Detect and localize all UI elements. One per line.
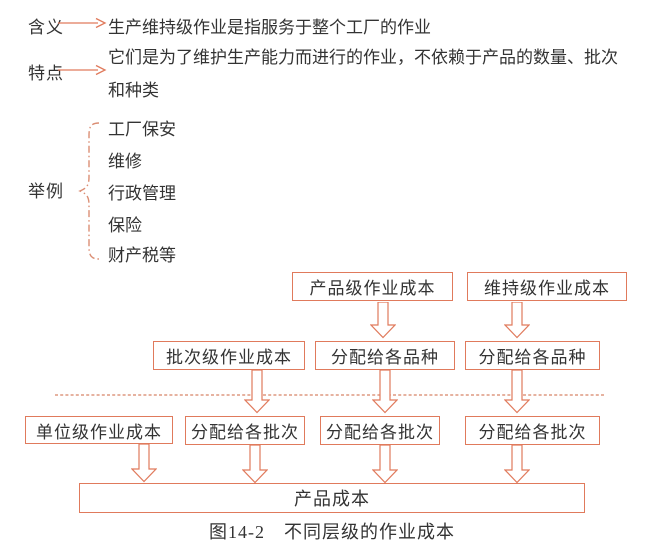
arrow-right-icon bbox=[58, 17, 107, 29]
arrow-right-icon bbox=[58, 64, 107, 76]
down-block-arrow-icon bbox=[504, 370, 530, 414]
brace-icon bbox=[78, 122, 100, 260]
figure-caption: 图14-2 不同层级的作业成本 bbox=[209, 522, 455, 542]
down-block-arrow-icon bbox=[504, 302, 530, 339]
down-block-arrow-icon bbox=[242, 445, 268, 484]
flow-box-product-cost: 产品成本 bbox=[79, 483, 585, 513]
down-block-arrow-icon bbox=[370, 302, 396, 339]
examples-label: 举例 bbox=[28, 182, 64, 201]
flow-box-allocate-to-products-2: 分配给各品种 bbox=[465, 341, 600, 370]
flow-box-unit-level-cost: 单位级作业成本 bbox=[25, 416, 173, 444]
down-block-arrow-icon bbox=[131, 444, 157, 483]
definition-label-meaning: 含义 bbox=[28, 18, 64, 37]
definition-text-feature-line1: 它们是为了维护生产能力而进行的作业，不依赖于产品的数量、批次 bbox=[108, 48, 618, 67]
down-block-arrow-icon bbox=[372, 370, 398, 414]
definition-text-meaning: 生产维持级作业是指服务于整个工厂的作业 bbox=[108, 18, 431, 37]
flow-box-allocate-to-batches-2: 分配给各批次 bbox=[320, 416, 440, 445]
flow-box-allocate-to-products-1: 分配给各品种 bbox=[315, 341, 455, 370]
flow-box-batch-level-cost: 批次级作业成本 bbox=[153, 341, 305, 370]
down-block-arrow-icon bbox=[244, 370, 270, 414]
example-item: 行政管理 bbox=[108, 184, 176, 203]
example-item: 维修 bbox=[108, 152, 142, 171]
down-block-arrow-icon bbox=[504, 445, 530, 484]
flow-box-sustaining-level-cost: 维持级作业成本 bbox=[467, 272, 627, 301]
flow-box-allocate-to-batches-3: 分配给各批次 bbox=[465, 416, 600, 445]
down-block-arrow-icon bbox=[372, 445, 398, 484]
flow-box-product-level-cost: 产品级作业成本 bbox=[292, 272, 453, 301]
flow-box-allocate-to-batches-1: 分配给各批次 bbox=[185, 416, 305, 445]
definition-text-feature-line2: 和种类 bbox=[108, 81, 159, 100]
definition-label-feature: 特点 bbox=[28, 64, 64, 83]
example-item: 工厂保安 bbox=[108, 120, 176, 139]
example-item: 财产税等 bbox=[108, 246, 176, 265]
example-item: 保险 bbox=[108, 216, 142, 235]
